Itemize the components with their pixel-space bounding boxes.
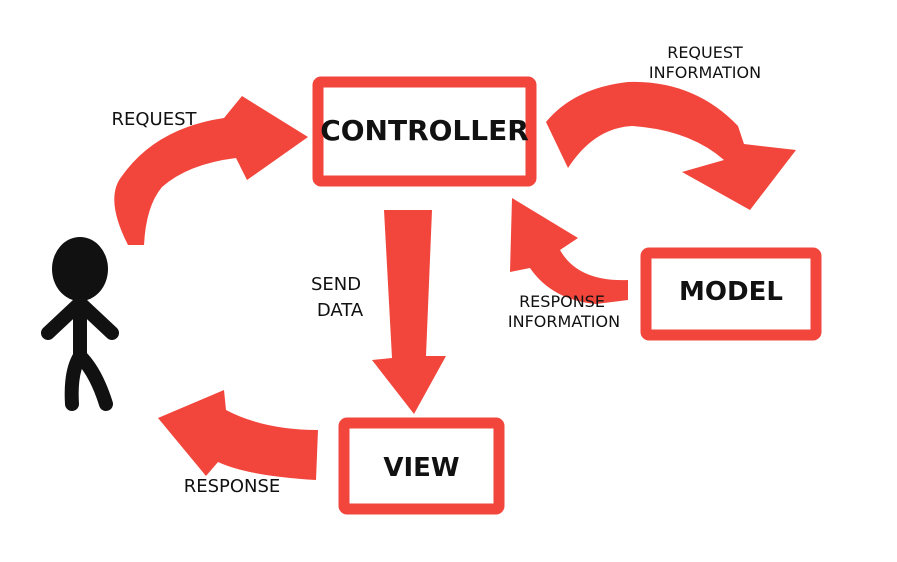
request-information-label-line1: REQUEST xyxy=(667,43,743,62)
send-data-label-line1: SEND xyxy=(311,274,361,295)
response-information-label-line1: RESPONSE xyxy=(519,292,605,311)
request-arrow xyxy=(114,96,309,245)
response-arrow-label: RESPONSE xyxy=(184,476,281,497)
request-information-arrow xyxy=(546,81,796,211)
response-information-label-line2: INFORMATION xyxy=(508,312,620,331)
model-label: MODEL xyxy=(679,277,783,307)
send-data-arrow xyxy=(372,210,446,414)
controller-box: CONTROLLER xyxy=(312,76,537,187)
request-arrow-label: REQUEST xyxy=(111,109,197,130)
model-box: MODEL xyxy=(640,247,822,341)
controller-label: CONTROLLER xyxy=(320,114,529,147)
stick-figure-user-icon xyxy=(41,237,119,411)
response-arrow xyxy=(158,390,318,480)
view-box: VIEW xyxy=(338,417,505,515)
request-information-label-line2: INFORMATION xyxy=(649,63,761,82)
send-data-label-line2: DATA xyxy=(317,300,364,321)
response-information-arrow xyxy=(510,198,628,304)
view-label: VIEW xyxy=(383,453,459,483)
